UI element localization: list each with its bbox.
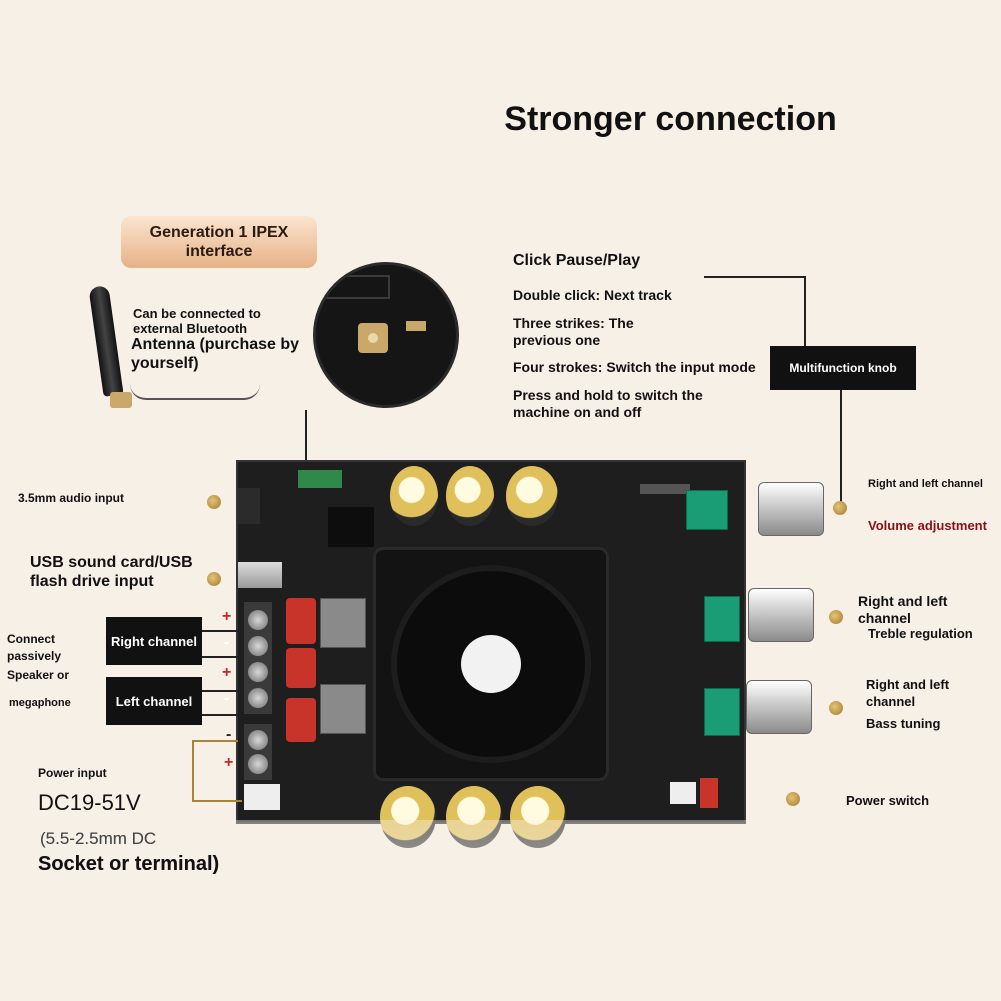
audio-input-label: 3.5mm audio input — [18, 491, 125, 505]
capacitor-red — [286, 598, 316, 644]
reflection-fade — [0, 820, 1001, 1001]
terminal-screw — [248, 688, 268, 708]
inductor — [320, 598, 366, 648]
bluetooth-chip — [298, 470, 342, 488]
rc-line-top — [202, 630, 238, 632]
ipex-pointer-line — [305, 410, 307, 470]
rc-plus: + — [222, 608, 232, 625]
main-ic — [328, 507, 374, 547]
inductor — [320, 684, 366, 734]
volume-adjustment-label: Volume adjustment — [868, 518, 987, 533]
treble-knob[interactable] — [748, 588, 814, 642]
capacitor-red — [286, 648, 316, 688]
socket-label-b-front: Socket or terminal) — [38, 853, 220, 875]
connector-white — [670, 782, 696, 804]
connect-passively-label: Connect passively — [7, 632, 62, 663]
lc-line-bottom — [202, 714, 238, 716]
power-plus: + — [224, 754, 234, 771]
capacitor-red — [286, 698, 316, 742]
power-switch-marker — [786, 792, 800, 806]
lc-plus: + — [222, 664, 232, 681]
rc-minus: - — [224, 634, 230, 651]
knob-hold-label: Press and hold to switch the machine on … — [513, 387, 703, 420]
ipex-zoom-inset — [313, 262, 459, 408]
treble-top-label: Right and left channel — [858, 593, 948, 626]
knob-three-label: Three strikes: The previous one — [513, 315, 634, 348]
volume-knob[interactable] — [758, 482, 824, 536]
knob-pointer-down — [840, 390, 842, 502]
power-switch-red — [700, 778, 718, 808]
knob-four-label: Four strokes: Switch the input mode — [513, 359, 756, 375]
power-pointer-top — [192, 740, 238, 742]
speaker-label: Speaker or — [7, 668, 70, 682]
cooling-fan — [373, 547, 609, 781]
terminal-screw — [248, 754, 268, 774]
knob-pointer-h — [704, 276, 806, 278]
lc-minus: - — [224, 690, 230, 707]
bass-tuning-label: Bass tuning — [866, 716, 941, 731]
terminal-screw — [248, 730, 268, 750]
socket-label-a-front: (5.5-2.5mm DC — [40, 829, 157, 848]
lc-line-top — [202, 690, 238, 692]
treble-pot — [704, 596, 740, 642]
power-pointer-h — [192, 800, 242, 802]
knob-click-label: Click Pause/Play — [513, 252, 641, 269]
dc-socket — [244, 784, 280, 810]
antenna-connector — [110, 392, 132, 408]
ipex-note-antenna: Antenna (purchase by yourself) — [131, 336, 300, 372]
treble-regulation-label: Treble regulation — [868, 626, 973, 641]
knob-pointer-v — [804, 276, 806, 346]
bass-marker — [829, 701, 843, 715]
capacitor — [446, 466, 494, 526]
treble-marker — [829, 610, 843, 624]
right-channel-box: Right channel — [106, 617, 202, 665]
usb-input-label: USB sound card/USB flash drive input — [30, 554, 193, 590]
header-pins — [640, 484, 690, 494]
terminal-screw — [248, 636, 268, 656]
volume-pot — [686, 490, 728, 530]
left-channel-box: Left channel — [106, 677, 202, 725]
usb-input-marker — [207, 572, 221, 586]
bluetooth-antenna-image — [88, 285, 124, 397]
volume-top-label: Right and left channel — [868, 478, 983, 490]
audio-input-marker — [207, 495, 221, 509]
power-switch-label: Power switch — [846, 793, 930, 808]
page-title: Stronger connection — [504, 100, 837, 138]
megaphone-label: megaphone — [9, 697, 71, 709]
ipex-note-line1: Can be connected to — [133, 306, 261, 321]
audio-jack — [238, 488, 260, 524]
power-input-label: Power input — [38, 766, 107, 780]
fan-hub — [461, 635, 521, 693]
ipex-interface-pill: Generation 1 IPEX interface — [121, 216, 317, 268]
knob-double-label: Double click: Next track — [513, 287, 672, 303]
multifunction-knob-box: Multifunction knob — [770, 346, 916, 390]
bass-pot — [704, 688, 740, 736]
volume-marker — [833, 501, 847, 515]
rc-line-bottom — [202, 656, 238, 658]
power-minus: - — [226, 726, 232, 743]
terminal-screw — [248, 662, 268, 682]
usb-port — [238, 562, 282, 588]
fan-ring — [391, 565, 591, 763]
power-pointer-v — [192, 740, 194, 802]
voltage-label: DC19-51V — [38, 790, 141, 815]
capacitor — [390, 466, 438, 526]
terminal-screw — [248, 610, 268, 630]
bass-top-label: Right and left channel — [866, 677, 950, 709]
ipex-note-line2: external Bluetooth — [133, 321, 248, 336]
antenna-cable — [130, 384, 260, 400]
capacitor — [506, 466, 558, 526]
bass-knob[interactable] — [746, 680, 812, 734]
